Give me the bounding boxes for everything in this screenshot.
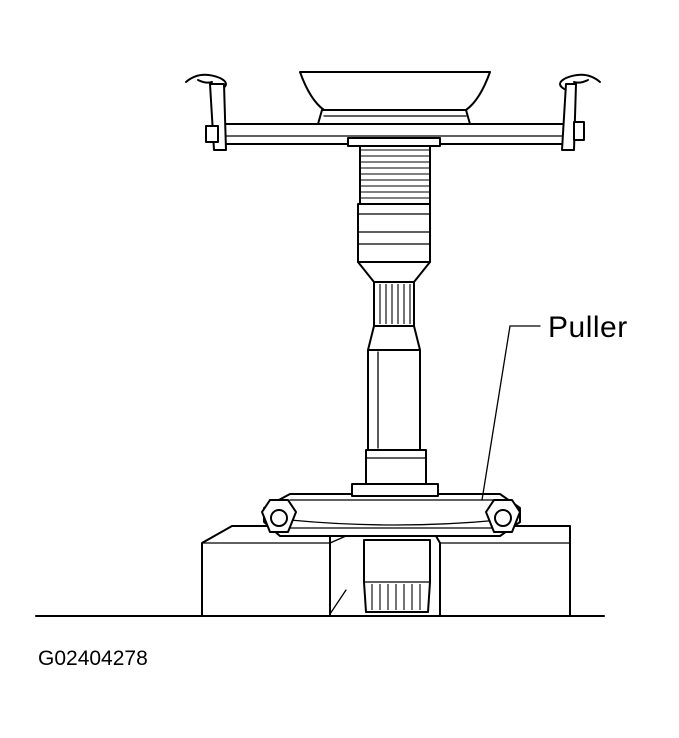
left-hook xyxy=(185,73,227,151)
left-support-block xyxy=(201,525,347,617)
callout-leader-line xyxy=(481,325,541,501)
lower-shaft-end xyxy=(329,539,431,615)
main-shaft xyxy=(357,261,431,451)
coupling-nut xyxy=(357,203,431,263)
right-support-block xyxy=(435,525,571,617)
figure-code: G02404278 xyxy=(38,647,148,670)
right-hook xyxy=(559,73,601,151)
puller-clamp xyxy=(261,493,521,537)
top-hub xyxy=(299,71,491,125)
top-crossbar xyxy=(217,123,575,147)
threaded-rod xyxy=(359,143,431,205)
puller-label: Puller xyxy=(548,311,628,344)
shaft-collar xyxy=(351,449,439,497)
